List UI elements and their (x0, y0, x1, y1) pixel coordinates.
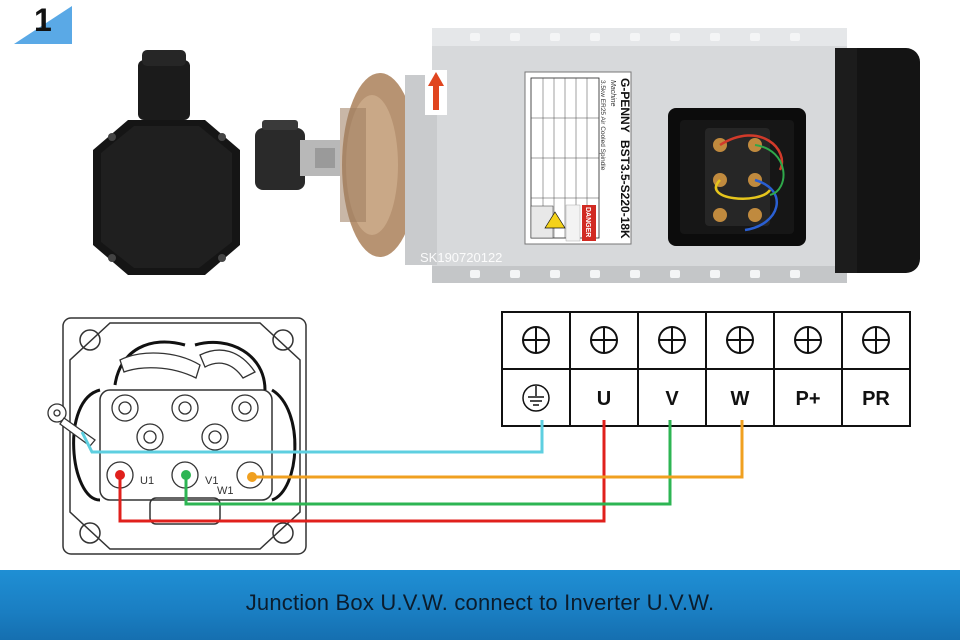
wire-w (252, 420, 744, 479)
spindle-front (340, 73, 418, 257)
serial-number: SK190720122 (420, 250, 502, 265)
nameplate-model: BST3.5-S220-18K (618, 140, 632, 239)
inverter-terminal-label: U (597, 388, 611, 410)
caption-banner: Junction Box U.V.W. connect to Inverter … (0, 570, 960, 640)
collet-nut (255, 120, 340, 190)
inverter-terminal-label: W (731, 388, 750, 410)
terminal-label-w1: W1 (217, 485, 234, 497)
wiring-diagram: U1 V1 W1 U V W P+ PR (47, 311, 911, 555)
screw-terminal-icon (522, 326, 550, 354)
inverter-terminal-label: V (665, 388, 679, 410)
screw-terminal-icon (658, 326, 686, 354)
junction-cable-sleeves (119, 349, 256, 379)
ground-icon (522, 384, 550, 412)
motor-junction-outline (62, 317, 307, 555)
wire-v (184, 420, 672, 506)
terminal-label-v1: V1 (205, 475, 218, 487)
screw-terminal-icon (726, 326, 754, 354)
screw-terminal-icon (862, 326, 890, 354)
step-number: 1 (34, 2, 52, 38)
nameplate-subtitle: Machine (609, 80, 616, 107)
screw-terminal-icon (590, 326, 618, 354)
wire-endpoint-dots (115, 470, 257, 482)
spindle-body (405, 28, 920, 283)
danger-label: DANGER (584, 207, 591, 237)
inverter-terminal-label: PR (862, 388, 890, 410)
spindle-terminal-window (668, 108, 806, 246)
ground-ring-lug (47, 403, 96, 447)
terminal-label-u1: U1 (140, 475, 154, 487)
inverter-terminal-block: U V W P+ PR (501, 311, 911, 427)
junction-cables (72, 340, 297, 502)
wire-u (118, 420, 606, 523)
caption-text: Junction Box U.V.W. connect to Inverter … (245, 590, 715, 615)
product-photo: G-PENNY BST3.5-S220-18K Machine 3.5kw ER… (93, 28, 920, 283)
nameplate-brand: G-PENNY (618, 78, 632, 133)
spindle-nameplate: G-PENNY BST3.5-S220-18K Machine 3.5kw ER… (524, 71, 632, 245)
screw-terminal-icon (794, 326, 822, 354)
wire-ground (80, 420, 544, 454)
nameplate-line: 3.5kw ER25 Air Cooled Spindle (599, 80, 606, 171)
rotation-arrow-icon (425, 70, 447, 115)
junction-box-plug (93, 50, 240, 275)
motor-terminal-studs (106, 394, 264, 489)
inverter-terminal-label: P+ (795, 388, 820, 410)
step-badge-triangle (14, 6, 72, 44)
